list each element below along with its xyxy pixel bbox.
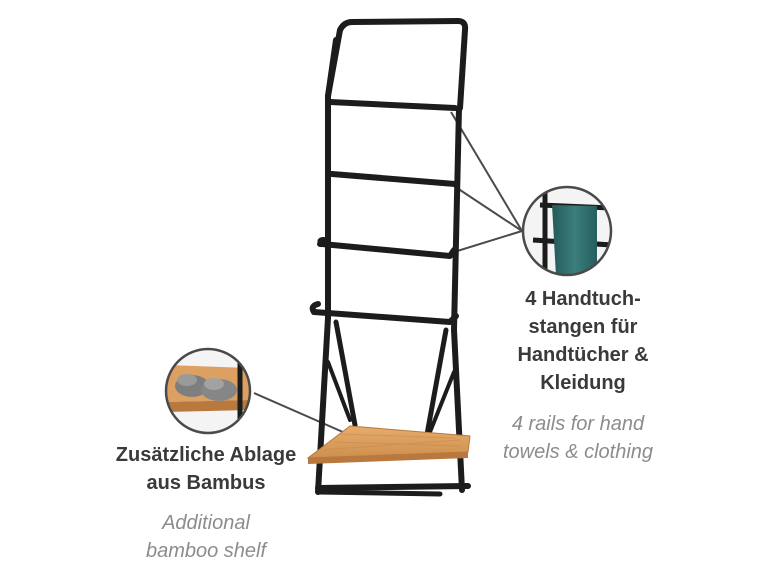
shelf-title-line: aus Bambus bbox=[146, 472, 266, 494]
rails-title-line: 4 Handtuch- bbox=[525, 288, 641, 310]
bamboo-shelf bbox=[306, 425, 471, 464]
rack-frame bbox=[309, 18, 471, 497]
towel-on-rail-icon bbox=[521, 185, 613, 277]
shelf-subtitle-line: Additional bbox=[162, 512, 250, 534]
shelf-title: Zusätzliche Ablage aus Bambus bbox=[106, 441, 306, 497]
rails-title-line: Kleidung bbox=[540, 372, 626, 394]
slippers-on-shelf-icon bbox=[164, 347, 252, 435]
shelf-title-line: Zusätzliche Ablage bbox=[115, 444, 297, 466]
rails-title-line: stangen für bbox=[528, 316, 638, 338]
rails-subtitle-line: towels & clothing bbox=[502, 441, 654, 463]
callout-lines bbox=[253, 111, 523, 437]
shelf-subtitle-line: bamboo shelf bbox=[145, 540, 267, 562]
rails-subtitle: 4 rails for hand towels & clothing bbox=[478, 410, 678, 466]
rails-subtitle-line: 4 rails for hand bbox=[511, 413, 645, 435]
rails-title-line: Handtücher & bbox=[517, 344, 649, 366]
shelf-subtitle: Additional bamboo shelf bbox=[116, 509, 296, 565]
rails-title: 4 Handtuch- stangen für Handtücher & Kle… bbox=[498, 285, 668, 397]
